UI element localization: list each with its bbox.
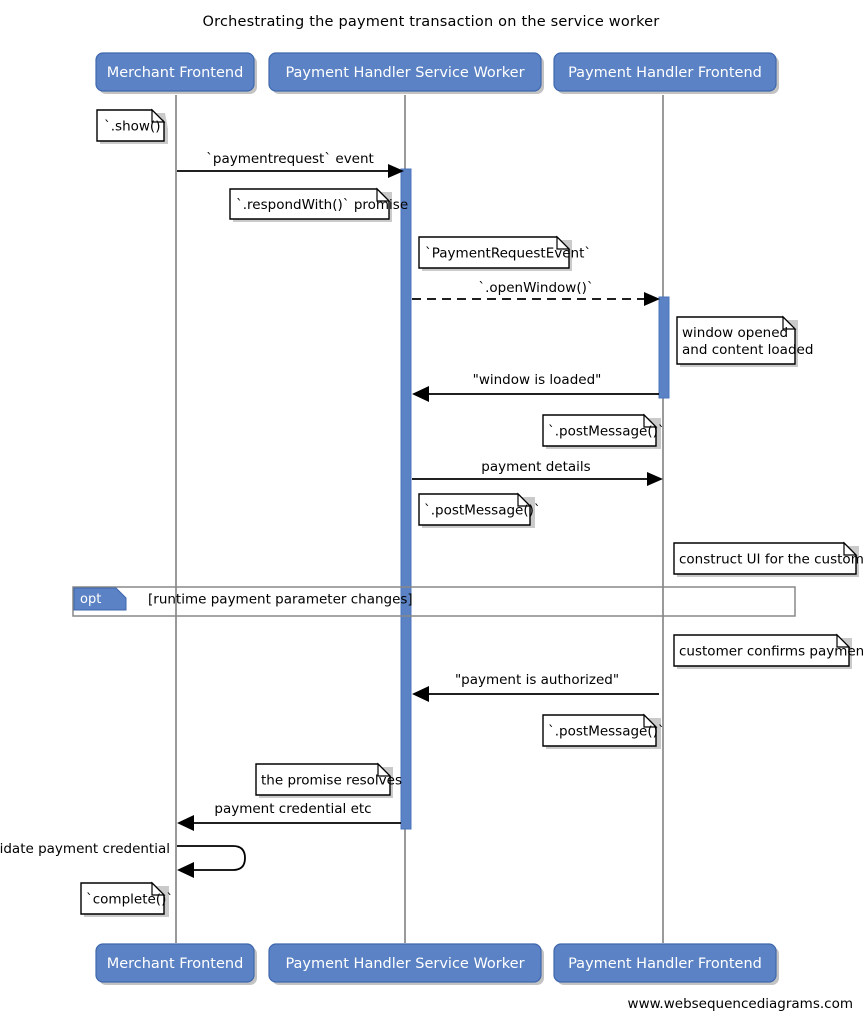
note-complete: `complete()` [80,881,173,917]
note-respond-with-promise: `.respondWith()` promise [229,187,408,222]
message-open-window: `.openWindow()` [412,280,660,306]
fragment-tag-label: opt [80,592,101,607]
participant-label: Merchant Frontend [107,65,244,81]
fragment-condition-label: [runtime payment parameter changes] [148,592,413,608]
message-label: payment credential etc [214,801,371,817]
fragment-opt: opt [runtime payment parameter changes] [72,586,796,617]
note-line: `PaymentRequestEvent` [425,246,591,262]
message-label: "payment is authorized" [455,672,619,688]
participant-header-payment-handler-frontend[interactable]: Payment Handler Frontend [553,52,779,94]
activation-bar-payment-handler-frontend [658,296,670,399]
note-line: and content loaded [682,342,813,358]
message-label: `paymentrequest` event [206,151,374,167]
page-title: Orchestrating the payment transaction on… [203,14,660,30]
note-line: `.postMessage()` [424,503,541,519]
footer-watermark: www.websequencediagrams.com [628,996,853,1012]
fragment-frame [72,586,796,617]
participant-footer-payment-handler-frontend[interactable]: Payment Handler Frontend [553,943,779,985]
note-promise-resolves: the promise resolves [255,762,402,798]
participant-header-merchant[interactable]: Merchant Frontend [95,52,257,94]
message-payment-details: payment details [412,459,663,486]
note-line: window opened [682,325,788,341]
note-line: `.show()` [104,119,167,135]
note-line: `.respondWith()` promise [236,197,408,213]
message-payment-is-authorized: "payment is authorized" [412,672,659,702]
note-post-message-2: `.postMessage()` [418,492,541,528]
note-customer-confirms-payment: customer confirms payment [673,633,863,669]
note-construct-ui: construct UI for the customer [673,541,863,577]
message-payment-credential-etc: payment credential etc [177,801,401,831]
note-window-opened: window opened and content loaded [676,315,813,367]
participant-label: Merchant Frontend [107,956,244,972]
participant-label: Payment Handler Service Worker [285,65,524,81]
note-line: customer confirms payment [679,644,863,660]
participant-label: Payment Handler Frontend [568,65,762,81]
message-paymentrequest-event: `paymentrequest` event [177,151,404,178]
message-label: validate payment credential [0,841,170,857]
message-window-is-loaded: "window is loaded" [412,372,659,402]
note-post-message-3: `.postMessage()` [542,713,665,749]
note-post-message-1: `.postMessage()` [542,413,665,449]
participant-footer-service-worker[interactable]: Payment Handler Service Worker [268,943,544,985]
message-validate-payment-credential: validate payment credential [0,841,246,878]
note-line: `.postMessage()` [548,424,665,440]
participant-label: Payment Handler Frontend [568,956,762,972]
participant-header-service-worker[interactable]: Payment Handler Service Worker [268,52,544,94]
fragment-tag-shape [73,587,127,611]
note-line: construct UI for the customer [679,552,863,568]
note-line: `.postMessage()` [548,724,665,740]
note-payment-request-event: `PaymentRequestEvent` [418,235,591,271]
note-line: `complete()` [86,892,173,908]
note-show: `.show()` [96,108,168,144]
message-label: "window is loaded" [473,372,602,388]
participant-footer-merchant[interactable]: Merchant Frontend [95,943,257,985]
participant-label: Payment Handler Service Worker [285,956,524,972]
message-label: payment details [481,459,590,475]
message-label: `.openWindow()` [478,280,593,296]
note-line: the promise resolves [261,773,402,789]
activation-bar-service-worker [400,168,412,830]
